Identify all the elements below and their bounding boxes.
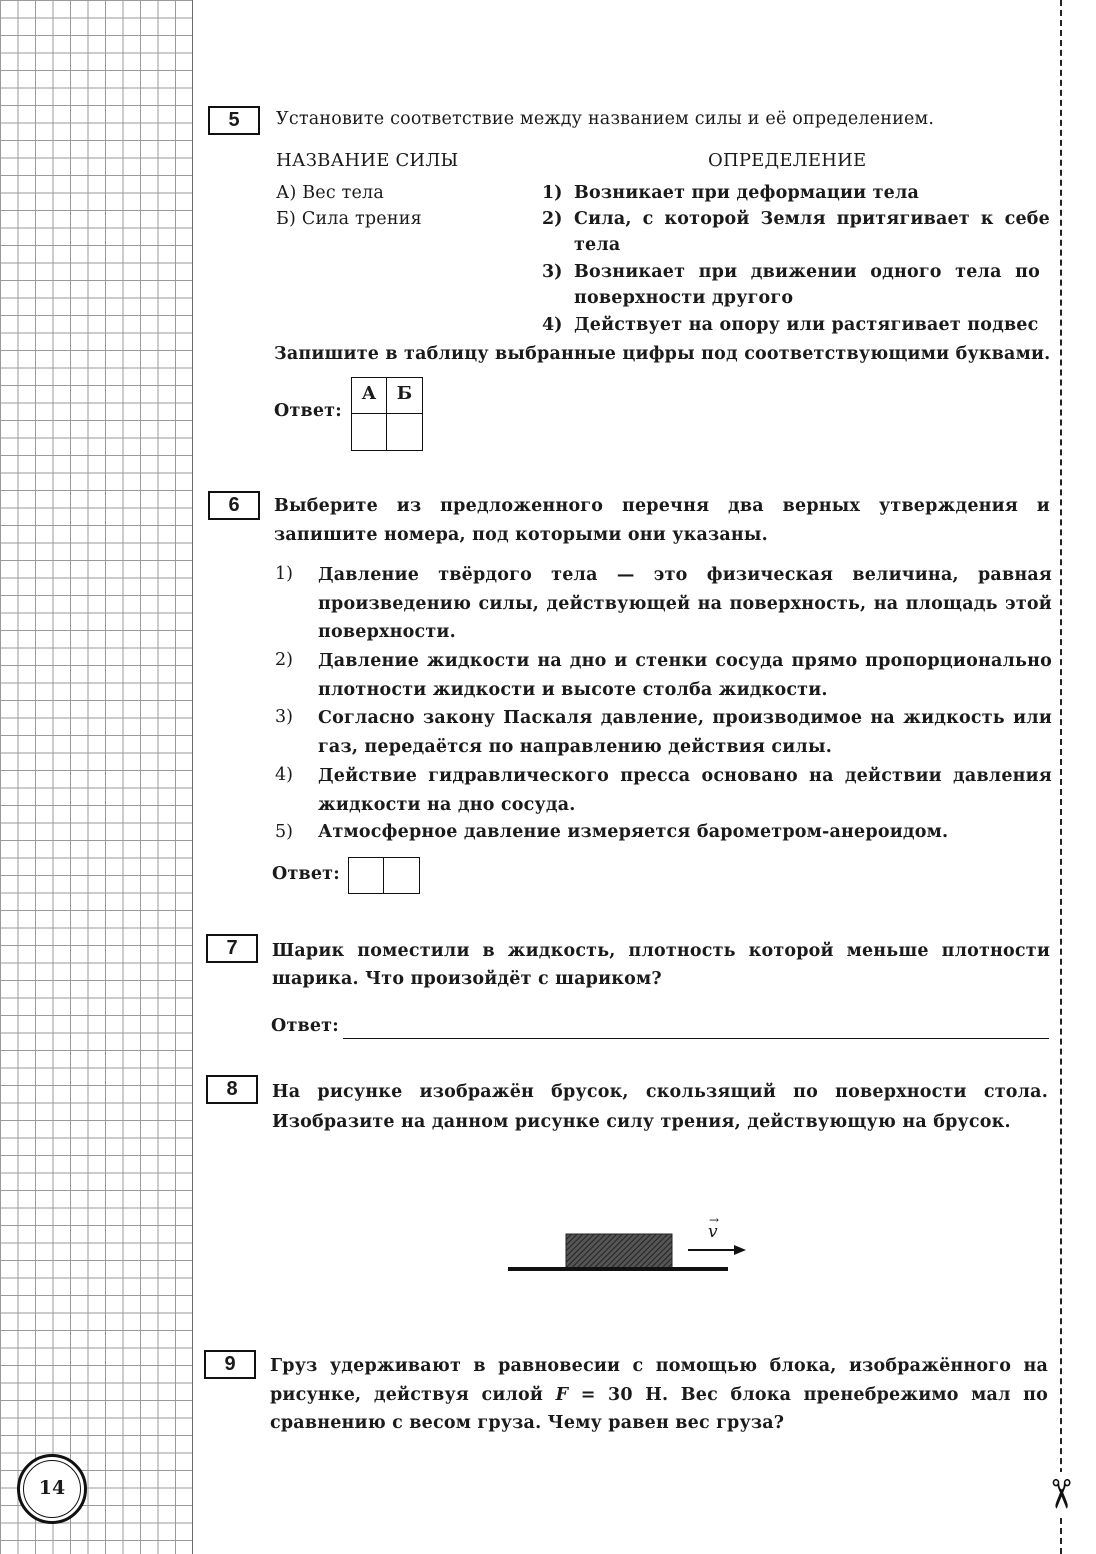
q5-def-2-num: 2)	[542, 209, 563, 229]
scissors-icon: ✂	[1032, 1472, 1088, 1516]
q6-prompt-emphasis: два	[728, 496, 764, 516]
q5-def-4: Действует на опору или растягивает подве…	[574, 315, 1039, 335]
question-7-prompt: Шарик поместили в жидкость, плотность ко…	[272, 941, 1050, 989]
q6-item-5: Атмосферное давление измеряется барометр…	[318, 822, 949, 842]
cut-line	[1060, 0, 1062, 1554]
q5-instruction: Запишите в таблицу выбранные цифры под с…	[274, 344, 1051, 364]
q6-item-5-num: 5)	[275, 822, 293, 842]
q9-prompt-part-1: Груз удерживают в равновесии с помощью б…	[270, 1356, 1048, 1405]
question-9-prompt: Груз удерживают в равновесии с помощью б…	[270, 1352, 1048, 1438]
page-number-badge: 14	[17, 1454, 87, 1524]
q6-item-2: Давление жидкости на дно и стенки сосуда…	[318, 651, 1052, 700]
q6-item-4-num: 4)	[275, 765, 293, 785]
q5-table-header-a: А	[352, 378, 387, 414]
question-7-number: 7	[206, 934, 258, 963]
q6-item-1: Давление твёрдого тела — это физическая …	[318, 565, 1052, 642]
q5-def-4-num: 4)	[542, 315, 563, 335]
q6-item-1-num: 1)	[275, 564, 293, 584]
q5-def-1-num: 1)	[542, 183, 563, 203]
velocity-symbol: v	[708, 1222, 718, 1242]
sliding-block-figure: → v	[500, 1213, 760, 1280]
q5-left-header: НАЗВАНИЕ СИЛЫ	[276, 150, 459, 171]
q5-answer-cell-a[interactable]	[352, 414, 387, 450]
q5-def-3: Возникает при движении одного тела по по…	[574, 262, 1040, 308]
q6-item-2-num: 2)	[275, 650, 293, 670]
q9-force-symbol: F	[555, 1384, 569, 1405]
question-9-number: 9	[204, 1350, 256, 1379]
page-number: 14	[38, 1477, 66, 1499]
q6-item-4: Действие гидравлического пресса основано…	[318, 766, 1052, 815]
block-diagram	[508, 1233, 746, 1271]
q5-answer-cell-b[interactable]	[387, 414, 422, 450]
q5-right-header: ОПРЕДЕЛЕНИЕ	[708, 150, 867, 171]
q6-answer-cell-2[interactable]	[384, 858, 419, 893]
velocity-label: → v	[708, 1213, 720, 1242]
q5-table-header-b: Б	[387, 378, 422, 414]
block	[565, 1233, 673, 1269]
question-6-prompt: Выберите из предложенного перечня два ве…	[274, 492, 1050, 550]
q7-answer-line[interactable]	[343, 1038, 1049, 1039]
question-5-number: 5	[208, 106, 260, 135]
question-8-number: 8	[206, 1075, 258, 1104]
q5-answer-label: Ответ:	[274, 401, 342, 421]
q6-item-3: Согласно закону Паскаля давление, произв…	[318, 708, 1052, 757]
q6-prompt-part-2: верных утверждения и запишите номера, по…	[274, 496, 1050, 545]
q7-answer-label: Ответ:	[271, 1016, 339, 1036]
q6-answer-boxes	[348, 857, 420, 894]
q6-prompt-part-1: Выберите из предложенного перечня	[274, 496, 729, 516]
velocity-arrowhead	[734, 1245, 746, 1255]
q5-def-2: Сила, с которой Земля притягивает к себе…	[574, 209, 1050, 255]
q9-prompt-part-2: = 30 Н. Вес блока пренебрежимо мал по ср…	[270, 1384, 1048, 1434]
q5-def-1: Возникает при деформации тела	[574, 183, 920, 203]
margin-grid	[0, 0, 193, 1554]
question-8-prompt: На рисунке изображён брусок, скользящий …	[272, 1082, 1048, 1132]
q6-answer-cell-1[interactable]	[349, 858, 384, 893]
q5-def-3-num: 3)	[542, 262, 563, 282]
q5-left-item-a: А) Вес тела	[276, 183, 385, 203]
q5-answer-table: А Б	[351, 377, 423, 451]
question-5-prompt: Установите соответствие между названием …	[276, 109, 935, 129]
q6-item-3-num: 3)	[275, 707, 293, 727]
q6-answer-label: Ответ:	[272, 864, 340, 884]
question-6-number: 6	[208, 491, 260, 520]
q5-left-item-b: Б) Сила трения	[276, 209, 422, 229]
